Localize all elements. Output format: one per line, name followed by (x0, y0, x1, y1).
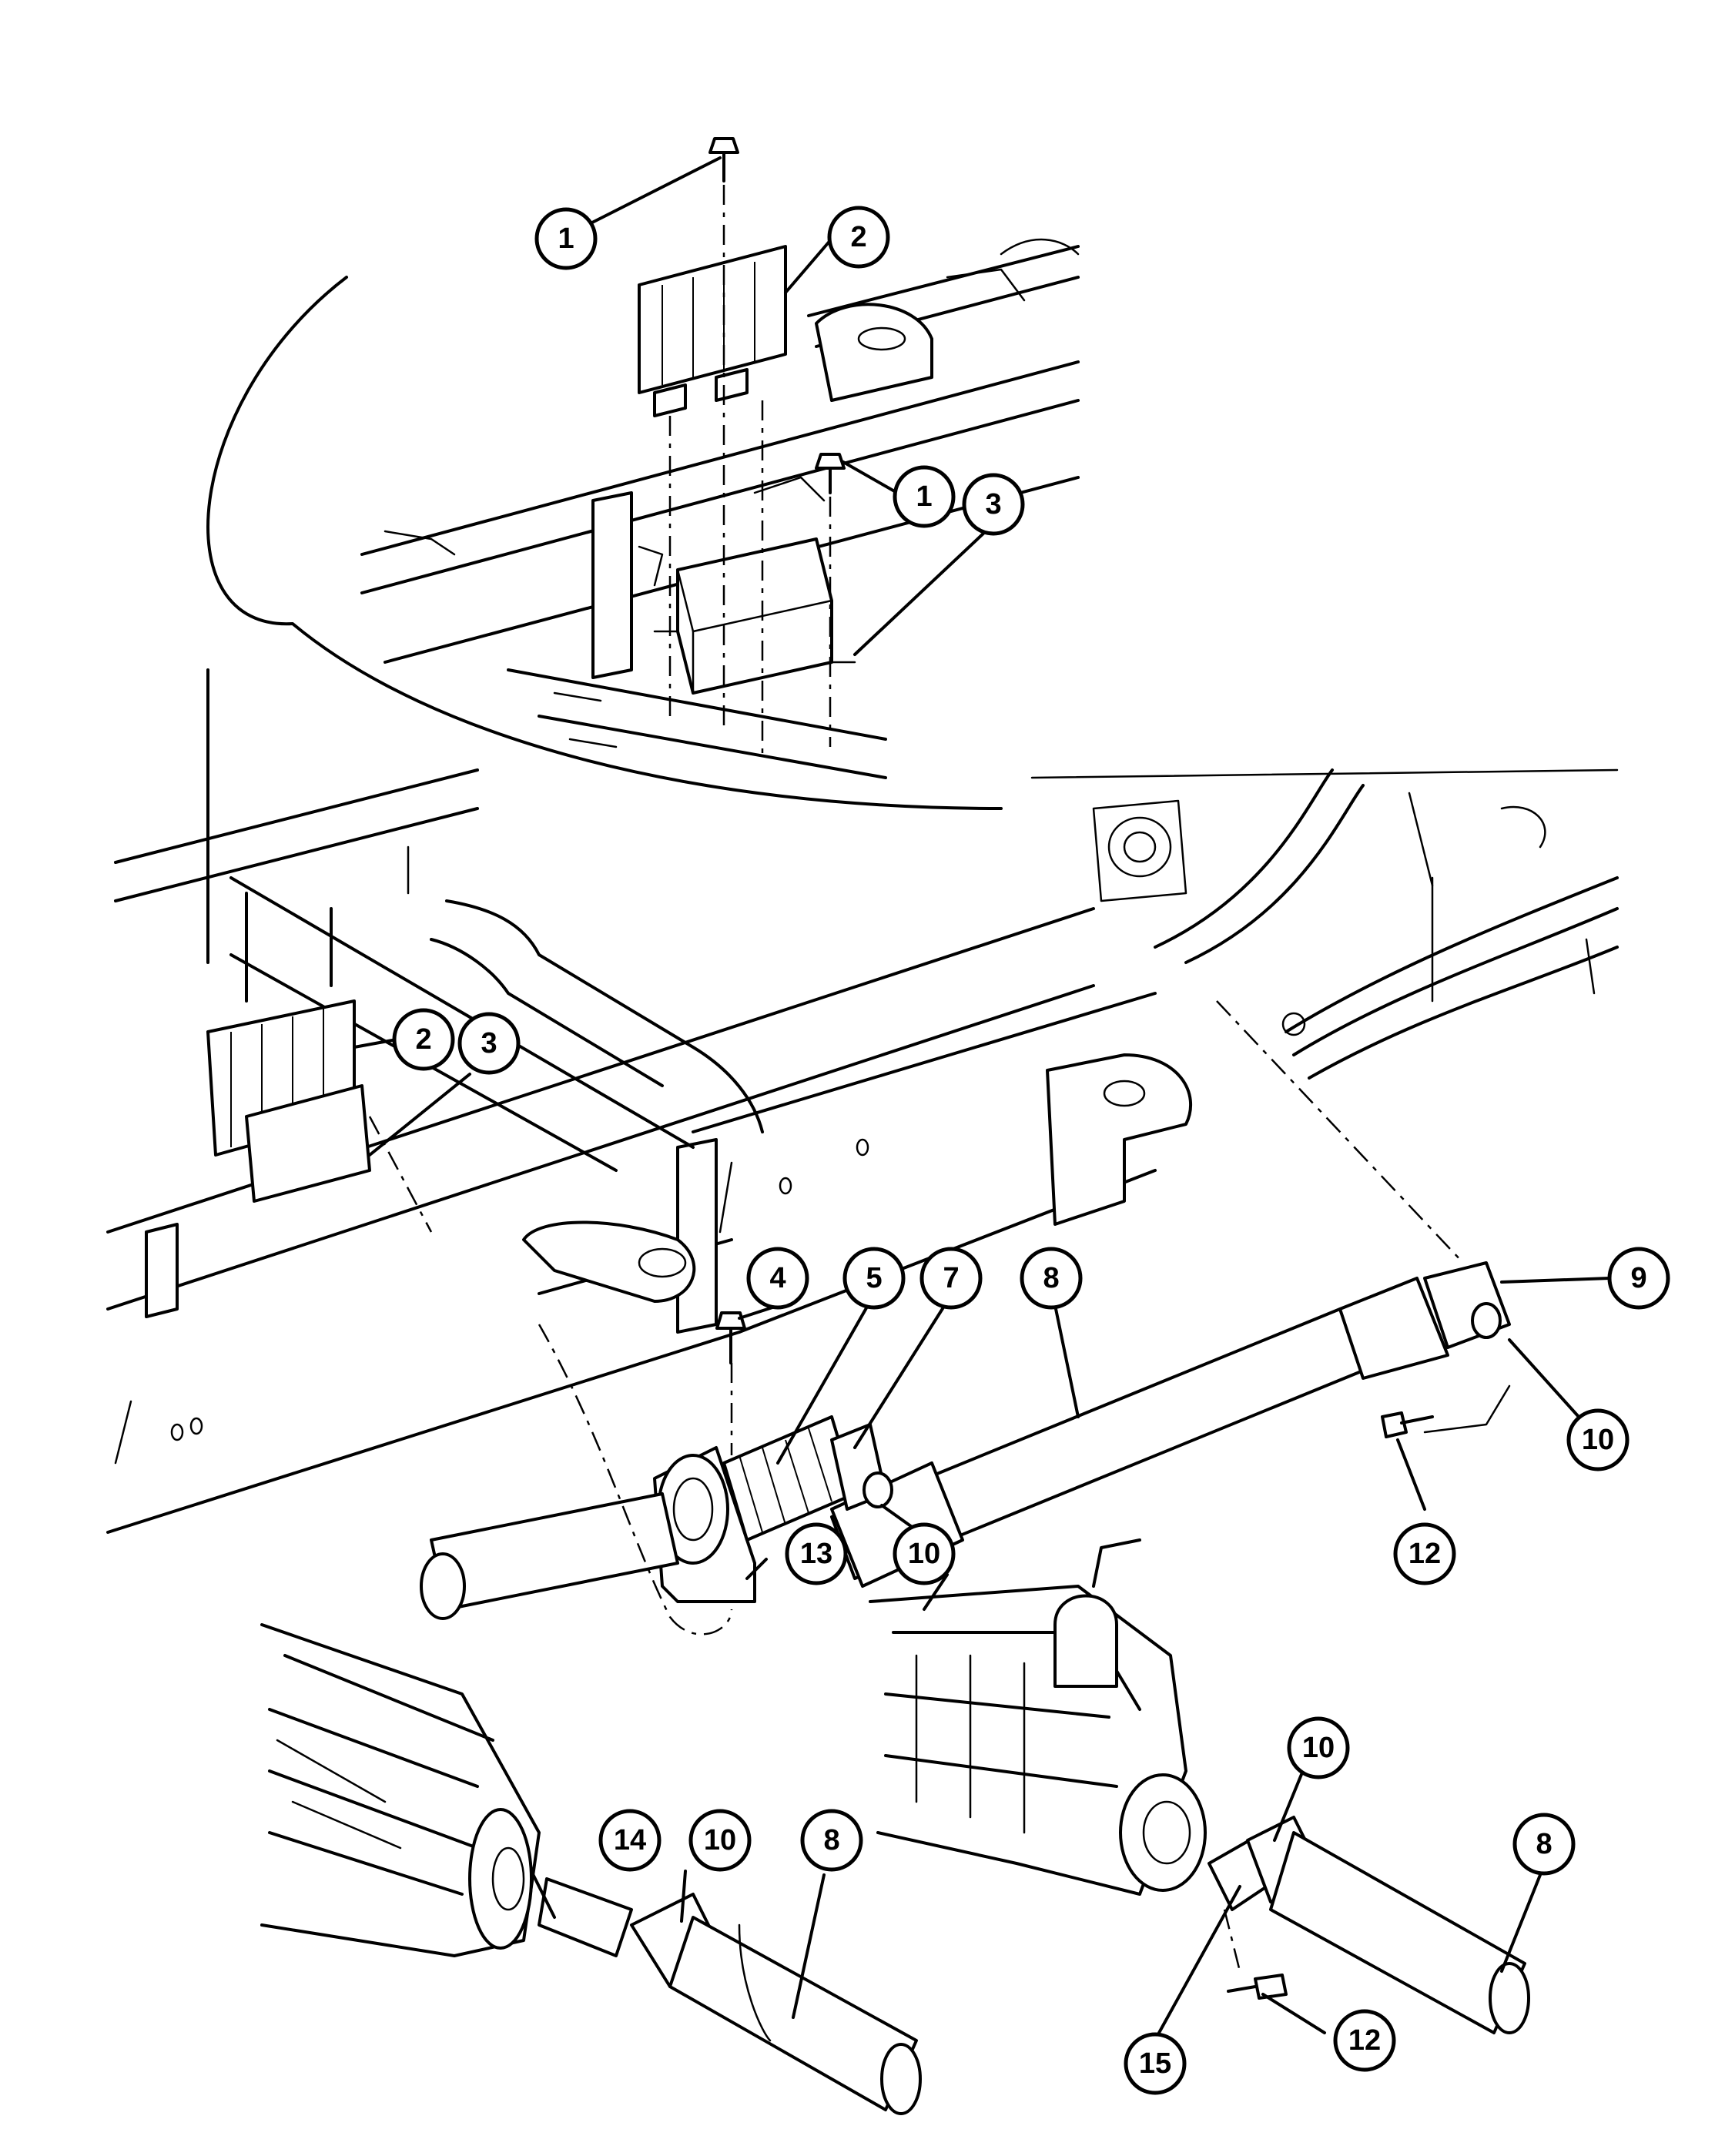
callout-8-main: 8 (1020, 1247, 1083, 1310)
callout-5: 5 (842, 1247, 906, 1310)
bolt-4 (715, 1311, 746, 1364)
callout-8-left: 8 (800, 1809, 863, 1872)
callout-2-upper: 2 (827, 206, 890, 269)
callout-14: 14 (598, 1809, 662, 1872)
callout-1-lower: 1 (893, 465, 956, 528)
callout-4: 4 (746, 1247, 809, 1310)
inset-frame-rail (360, 238, 1080, 779)
callout-label: 15 (1139, 2047, 1171, 2080)
callout-label: 10 (704, 1824, 736, 1856)
callout-10-right-trans: 10 (1287, 1716, 1350, 1779)
callout-label: 10 (1582, 1424, 1614, 1456)
callout-12-lower: 12 (1333, 2009, 1396, 2072)
bolt-12-upper (1381, 1411, 1434, 1438)
support-bracket-upper (653, 537, 856, 695)
leader-lines (353, 156, 1611, 2034)
callout-label: 13 (800, 1538, 832, 1570)
callout-8-right: 8 (1512, 1813, 1576, 1876)
rear-suspension (1030, 768, 1619, 1226)
callout-15: 15 (1124, 2032, 1187, 2095)
mounting-bracket-upper (638, 245, 787, 417)
callout-label: 2 (850, 221, 866, 253)
bolt-12-lower (1227, 1974, 1288, 2000)
callout-12-upper: 12 (1393, 1522, 1456, 1585)
center-bearing (653, 1446, 756, 1603)
callout-label: 8 (1043, 1262, 1059, 1294)
callout-label: 8 (823, 1824, 839, 1856)
callout-10-center: 10 (893, 1522, 956, 1585)
callout-7: 7 (919, 1247, 983, 1310)
callout-13: 13 (785, 1522, 848, 1585)
callout-2-main: 2 (392, 1008, 455, 1071)
driveshaft-assembly (368, 1000, 1511, 1635)
bolt-lower (815, 453, 846, 494)
callout-label: 9 (1630, 1262, 1646, 1294)
bolt-upper (708, 137, 739, 182)
callout-9: 9 (1607, 1247, 1670, 1310)
callout-10-rear: 10 (1566, 1408, 1630, 1471)
callout-label: 1 (558, 223, 574, 255)
callout-label: 12 (1408, 1538, 1441, 1570)
callout-1-upper: 1 (534, 207, 598, 270)
callout-label: 10 (908, 1538, 940, 1570)
callout-label: 14 (614, 1824, 646, 1856)
callout-3-main: 3 (457, 1012, 521, 1075)
callout-label: 3 (481, 1027, 497, 1060)
detail-inset (206, 137, 1080, 964)
callout-label: 4 (769, 1262, 785, 1294)
callout-label: 12 (1348, 2024, 1381, 2057)
callout-label: 1 (916, 480, 932, 513)
mounting-bracket-main (206, 999, 371, 1203)
callout-label: 2 (415, 1023, 431, 1056)
callout-label: 7 (943, 1262, 959, 1294)
callout-label: 8 (1536, 1828, 1552, 1860)
callout-label: 5 (866, 1262, 882, 1294)
callout-label: 10 (1302, 1732, 1335, 1764)
callout-3-upper: 3 (962, 473, 1025, 536)
callouts: 1 2 1 3 2 3 4 5 7 8 9 10 10 12 13 10 14 … (392, 206, 1670, 2095)
callout-label: 3 (985, 488, 1001, 521)
transmission-right (869, 1538, 1530, 2034)
callout-10-left-trans: 10 (688, 1809, 752, 1872)
